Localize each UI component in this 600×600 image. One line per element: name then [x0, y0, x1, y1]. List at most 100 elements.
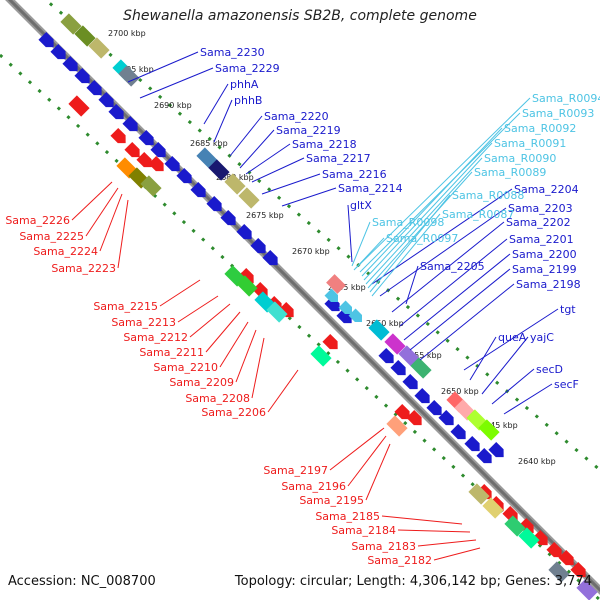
forward-tick-rail: [43, 0, 600, 472]
rna-gene-label: Sama_R0092: [504, 122, 576, 135]
gene-block: [140, 175, 162, 197]
gene-arrow: [348, 308, 363, 323]
kbp-tick-label: 2665 kbp: [328, 283, 366, 292]
gene-arrow: [148, 155, 164, 172]
reverse-gene-label-leader: [71, 181, 113, 221]
reverse-gene-label: Sama_2212: [123, 331, 188, 344]
reverse-tick-rail: [0, 53, 600, 600]
gene-block: [68, 95, 90, 117]
gene-block: [238, 187, 260, 209]
forward-gene-label-leader: [139, 67, 214, 99]
forward-gene-label: queA: [498, 331, 527, 344]
reverse-gene-label-leader: [329, 427, 385, 471]
reverse-gene-label-leader: [267, 369, 299, 413]
gene-block: [410, 357, 432, 379]
kbp-tick-label: 2675 kbp: [246, 211, 284, 220]
gene-block: [326, 274, 346, 294]
reverse-gene-label: Sama_2184: [331, 524, 396, 537]
rna-gene-label-leader: [355, 97, 531, 269]
reverse-gene-label-leader: [159, 279, 201, 307]
gene-arrow: [488, 441, 504, 458]
forward-gene-label-leader: [403, 253, 511, 341]
page-title: Shewanella amazonensis SB2B, complete ge…: [123, 8, 477, 24]
reverse-gene-label-leader: [235, 329, 257, 383]
gene-arrow: [62, 55, 78, 72]
reverse-gene-label: Sama_2215: [93, 300, 158, 313]
forward-gene-label-leader: [409, 268, 511, 351]
reverse-gene-label: Sama_2197: [263, 464, 328, 477]
forward-gene-label: Sama_2219: [276, 124, 341, 137]
gene-arrow: [164, 155, 180, 172]
forward-gene-label: Sama_2218: [292, 138, 357, 151]
rna-gene-label: Sama_R0093: [522, 107, 594, 120]
reverse-gene-label-leader: [189, 303, 231, 338]
gene-arrow: [138, 129, 154, 146]
reverse-gene-label-leader: [417, 539, 477, 547]
reverse-gene-label: Sama_2183: [351, 540, 416, 553]
rna-gene-label-leader: [351, 221, 371, 267]
forward-gene-label: Sama_2217: [306, 152, 371, 165]
gene-block: [60, 13, 82, 35]
forward-gene-label-leader: [127, 51, 199, 83]
forward-gene-label: Sama_2216: [322, 168, 387, 181]
forward-gene-label: Sama_2205: [420, 260, 485, 273]
rna-gene-label: Sama_R0094: [532, 92, 600, 105]
kbp-tick-label: 2685 kbp: [190, 139, 228, 148]
rna-gene-label: Sama_R0089: [474, 166, 546, 179]
reverse-gene-label-leader: [433, 547, 481, 561]
forward-gene-label-leader: [239, 129, 275, 169]
forward-gene-label-leader: [203, 83, 229, 125]
reverse-gene-label: Sama_2224: [33, 245, 98, 258]
gene-arrow: [220, 209, 236, 226]
gene-block: [310, 345, 332, 367]
gene-block: [118, 65, 140, 87]
forward-gene-label-leader: [281, 187, 337, 207]
gene-arrow: [108, 103, 124, 120]
rna-gene-label-leader: [365, 157, 483, 285]
forward-gene-label: Sama_2199: [512, 263, 577, 276]
rna-gene-label-leader: [361, 127, 503, 277]
reverse-gene-label: Sama_2213: [111, 316, 176, 329]
gene-arrow: [390, 359, 406, 376]
forward-gene-label-leader: [391, 221, 505, 313]
reverse-gene-label-leader: [365, 443, 391, 501]
gene-arrow: [136, 151, 152, 168]
gene-arrow: [394, 403, 410, 420]
gene-arrow: [402, 373, 418, 390]
gene-block: [468, 483, 490, 505]
genome-summary: Topology: circular; Length: 4,306,142 bp…: [234, 574, 592, 589]
gene-arrow: [236, 223, 252, 240]
gene-arrow: [74, 67, 90, 84]
gene-block: [384, 333, 406, 355]
forward-gene-label-leader: [463, 308, 559, 371]
forward-gene-label: Sama_2229: [215, 62, 280, 75]
kbp-tick-label: 2645 kbp: [480, 421, 518, 430]
gene-arrow: [110, 127, 126, 144]
gene-arrow: [338, 300, 353, 315]
gene-arrow: [438, 409, 454, 426]
reverse-gene-label: Sama_2211: [139, 346, 204, 359]
gene-block: [386, 415, 408, 437]
gene-arrow: [558, 549, 574, 566]
feature-labels: Sama_2230Sama_2229phhAphhBSama_2220Sama_…: [5, 46, 600, 567]
forward-gene-label: gltX: [350, 199, 372, 212]
forward-gene-label: Sama_2202: [506, 216, 571, 229]
kbp-tick-label: 2700 kbp: [108, 29, 146, 38]
gene-arrow: [98, 91, 114, 108]
gene-arrow: [38, 31, 54, 48]
reverse-gene-label: Sama_2182: [367, 554, 432, 567]
reverse-gene-label-leader: [117, 199, 129, 269]
reverse-gene-label-leader: [251, 337, 265, 399]
forward-gene-label-leader: [491, 368, 535, 405]
gene-block: [482, 497, 504, 519]
gene-block: [368, 319, 390, 341]
gene-block: [74, 25, 96, 47]
gene-arrow: [426, 399, 442, 416]
forward-gene-label-leader: [251, 157, 305, 183]
accession-label: Accession: NC_008700: [8, 574, 156, 589]
forward-gene-label-leader: [347, 204, 353, 263]
gene-arrow: [86, 79, 102, 96]
reverse-gene-label-leader: [347, 435, 387, 487]
forward-gene-label-leader: [503, 383, 553, 415]
